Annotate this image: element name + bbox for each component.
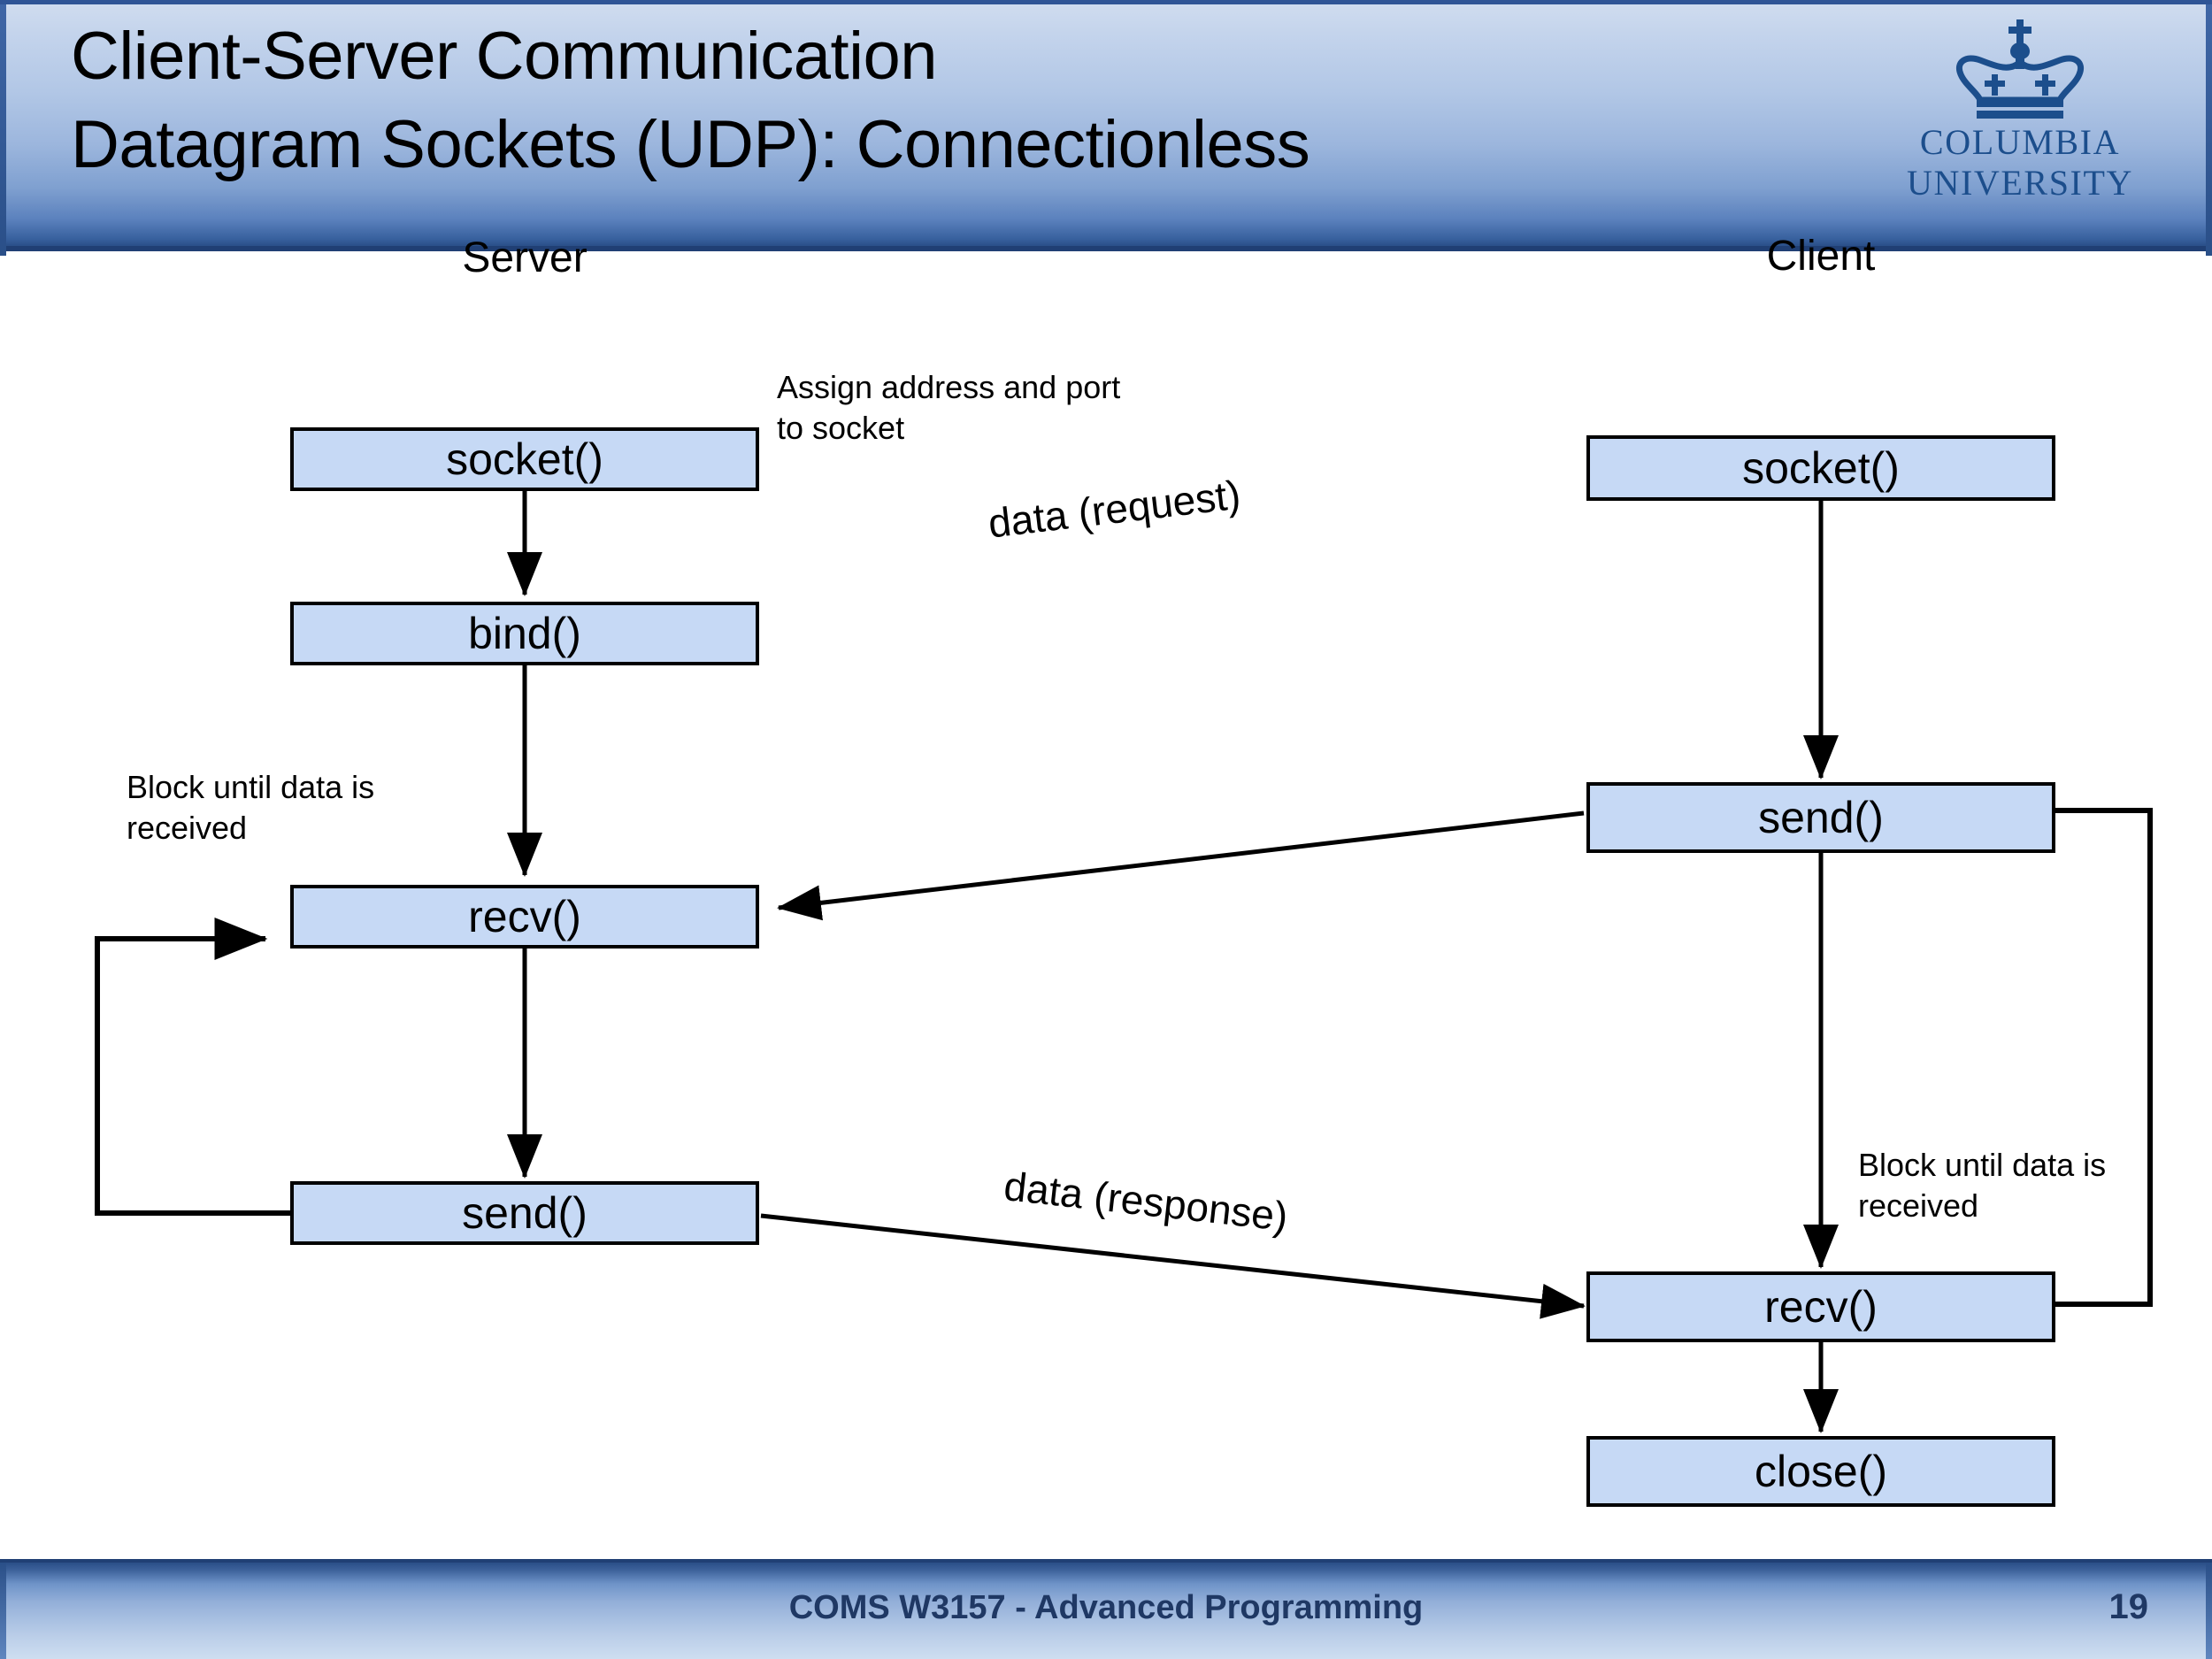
slide-header [0,0,2212,256]
connector-client-loop-recv-to-send [1851,789,2153,1307]
column-heading-client: Client [1766,233,1876,280]
server-box-recv[interactable]: recv() [290,885,759,949]
columbia-wordmark: COLUMBIA UNIVERSITY [1907,122,2133,203]
server-box-send[interactable]: send() [290,1181,759,1245]
connector-server-loop-send-to-recv [95,918,290,1216]
server-box-bind[interactable]: bind() [290,602,759,665]
footer-page-number: 19 [2108,1587,2149,1626]
footer-course-title: COMS W3157 - Advanced Programming [788,1589,1424,1626]
footer-right-edge [2206,1563,2212,1659]
column-heading-server: Server [462,234,588,281]
columbia-university-logo: COLUMBIA UNIVERSITY [1874,16,2166,203]
client-box-recv[interactable]: recv() [1586,1271,2055,1342]
note-client-block-until-data: Block until data is received [1858,1147,2107,1225]
footer-left-edge [0,1563,6,1659]
page-title: Client-Server Communication Datagram Soc… [71,19,1310,183]
server-box-socket[interactable]: socket() [290,427,759,491]
connector-data-response [760,1213,1586,1319]
columbia-crown-icon [1956,19,2084,119]
header-left-edge [0,4,6,256]
client-box-send[interactable]: send() [1586,782,2055,853]
slide-footer: COMS W3157 - Advanced Programming 19 [0,1559,2212,1659]
header-right-edge [2206,4,2212,256]
connector-data-request [777,810,1585,921]
note-server-block-until-data: Block until data is received [127,769,375,847]
client-box-close[interactable]: close() [1586,1436,2055,1507]
note-bind-assign-address: Assign address and port to socket [777,369,1121,447]
client-box-socket[interactable]: socket() [1586,435,2055,501]
udp-flow-diagram: Server Client socket() bind() recv() sen… [0,233,2212,1559]
